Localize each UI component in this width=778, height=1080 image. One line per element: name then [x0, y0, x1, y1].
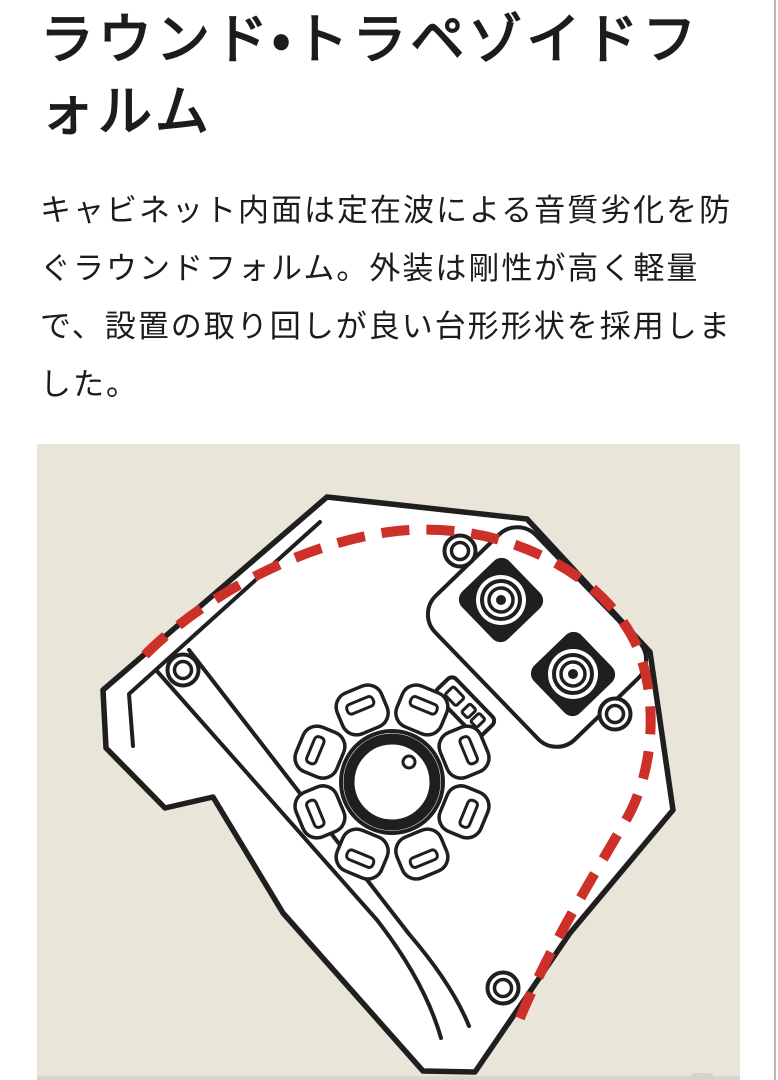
- screw-hole-left: [165, 652, 201, 688]
- side-band-line-2: [187, 648, 471, 1028]
- speaker-cabinet-diagram: [100, 494, 676, 1075]
- figure-bottom-strip: [37, 1076, 740, 1080]
- page-right-border: [774, 0, 776, 1080]
- switch-block: [433, 675, 497, 739]
- side-band-line-1: [154, 668, 443, 1040]
- pole-mount-socket: [288, 678, 496, 886]
- screw-hole-right: [597, 696, 633, 732]
- article: ラウンド・トラペゾイドフォルム キャビネット内面は定在波による音質劣化を防ぐラウ…: [37, 0, 743, 1080]
- socket-notch: [401, 754, 417, 770]
- figure-panel: [37, 444, 740, 1080]
- screw-hole-bottom: [485, 970, 521, 1006]
- scroll-top-button-peek[interactable]: [690, 1073, 714, 1080]
- round-form-dashed-curve: [141, 524, 656, 1032]
- body-paragraph: キャビネット内面は定在波による音質劣化を防ぐラウンドフォルム。外装は剛性が高く軽…: [40, 193, 733, 403]
- screw-hole-top: [442, 533, 478, 569]
- page-title: ラウンド・トラペゾイドフォルム: [40, 8, 701, 143]
